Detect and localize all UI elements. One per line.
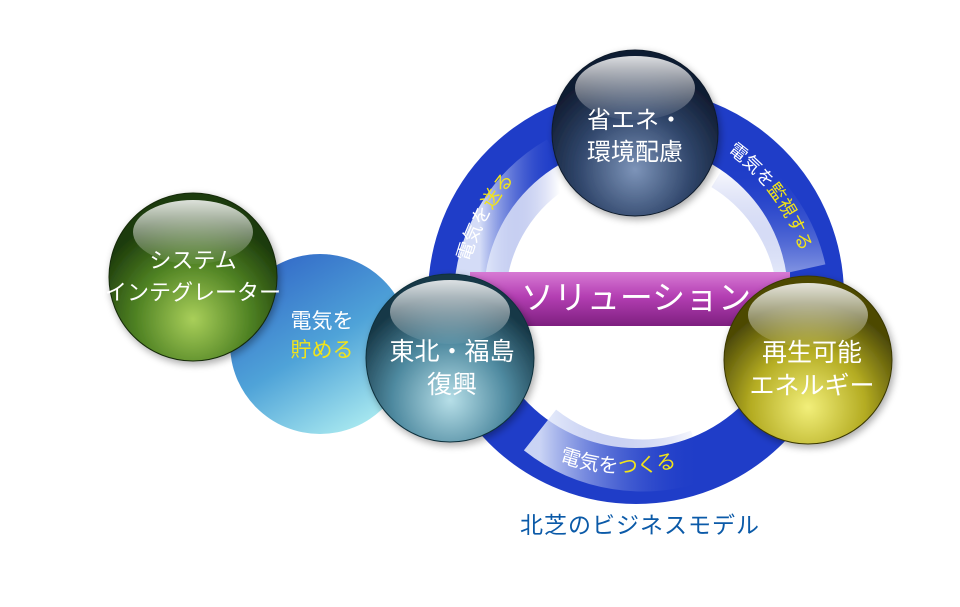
sphere-system-integrator: システム インテグレーター [105, 192, 281, 362]
sphere-tohoku-line1: 東北・福島 [389, 337, 514, 366]
sphere-system-integrator-line2: インテグレーター [105, 281, 281, 306]
sphere-renewable-line2: エネルギー [749, 371, 874, 400]
sphere-energy-saving-line1: 省エネ・ [587, 106, 683, 134]
storage-line1: 電気を [291, 309, 354, 333]
electricity-storage-circle: 電気を 貯める [230, 254, 410, 434]
sphere-renewable-line1: 再生可能 [762, 338, 862, 367]
storage-line2: 貯める [291, 338, 354, 362]
solution-label: ソリューション [521, 278, 751, 317]
sphere-energy-saving-line2: 環境配慮 [587, 138, 683, 166]
sphere-renewable-energy: 再生可能 エネルギー [723, 275, 893, 445]
sphere-system-integrator-line1: システム [149, 249, 236, 274]
diagram-caption: 北芝のビジネスモデル [520, 513, 760, 539]
sphere-tohoku-line2: 復興 [427, 370, 477, 399]
sphere-tohoku-recovery: 東北・福島 復興 [365, 273, 535, 443]
sphere-energy-saving: 省エネ・ 環境配慮 [551, 49, 719, 217]
